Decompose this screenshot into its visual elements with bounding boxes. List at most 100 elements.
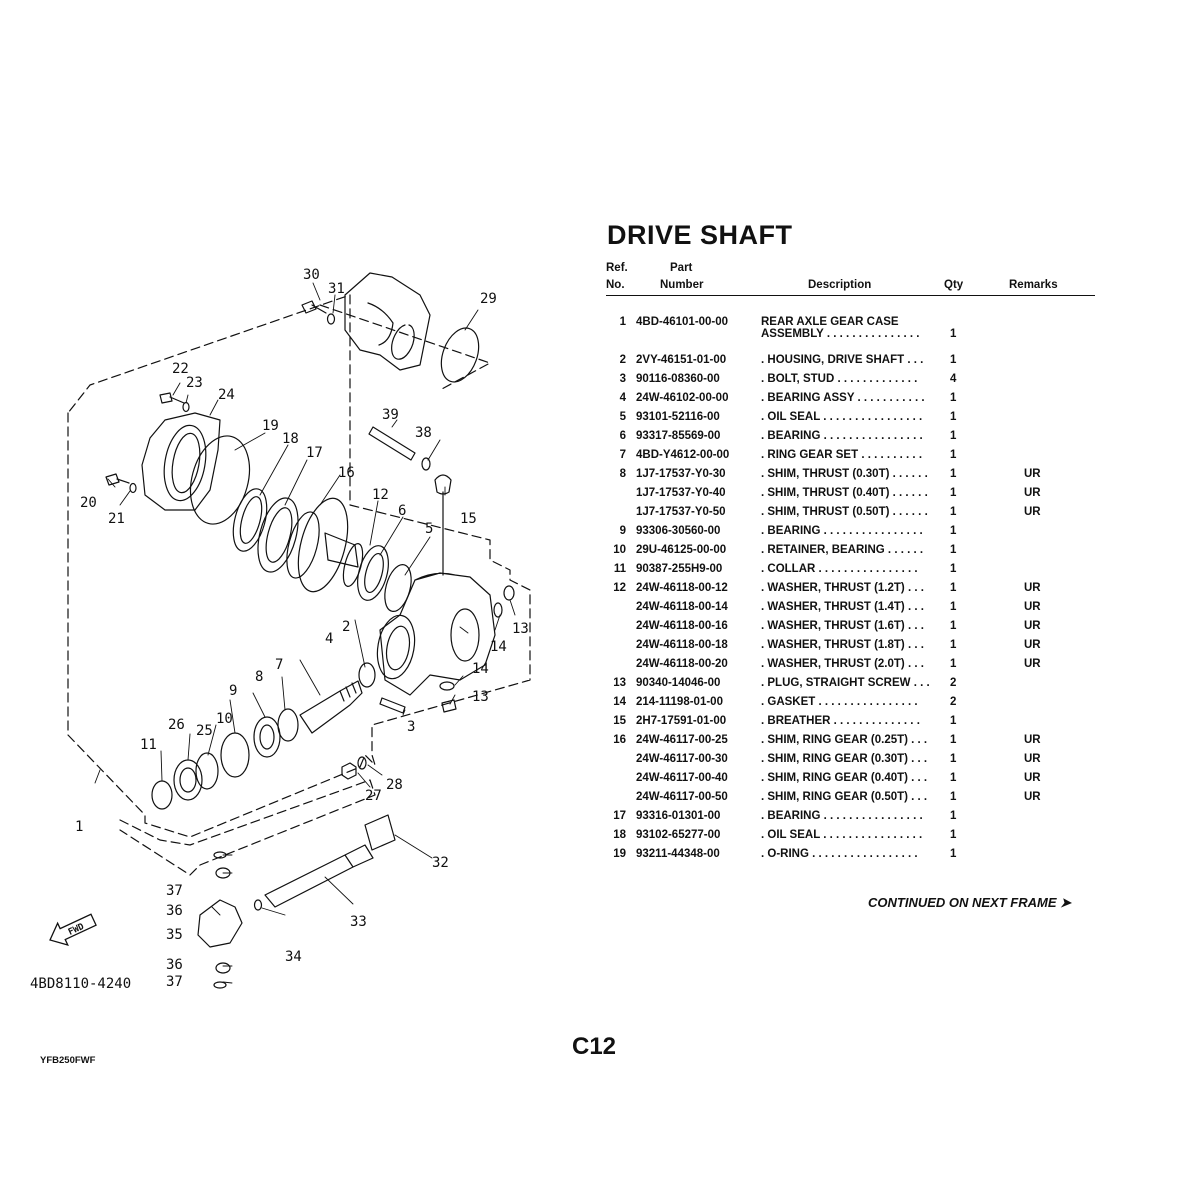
row-ref: 17: [613, 810, 626, 822]
row-description: . RING GEAR SET . . . . . . . . . .: [761, 449, 923, 461]
row-qty: 1: [950, 506, 957, 518]
ring-gear: [297, 497, 349, 593]
row-remarks: UR: [1024, 753, 1041, 765]
header-qty: Qty: [944, 279, 964, 291]
table-row: 1 4BD-46101-00-00 REAR AXLE GEAR CASE: [606, 316, 1095, 331]
row-ref: 11: [613, 563, 626, 575]
part-24-bore-inner: [171, 432, 201, 494]
table-row: 24W-46117-00-30. SHIM, RING GEAR (0.30T)…: [606, 753, 1095, 768]
part-4-bearing: [358, 662, 376, 688]
part-21-washer: [129, 482, 137, 494]
table-row: 24W-46118-00-14. WASHER, THRUST (1.4T) .…: [606, 601, 1095, 616]
row-qty: 4: [950, 373, 957, 385]
row-ref: 13: [613, 677, 626, 689]
page-title: DRIVE SHAFT: [607, 220, 793, 250]
row-part-number: 24W-46102-00-00: [636, 392, 729, 404]
row-description: . WASHER, THRUST (1.4T) . . .: [761, 601, 924, 613]
part-23-washer: [182, 401, 190, 413]
row-part-number: 1J7-17537-Y0-50: [636, 506, 726, 518]
callout-label: 39: [382, 407, 399, 423]
callout-label: 17: [306, 445, 323, 461]
row-part-number: 93101-52116-00: [636, 411, 720, 423]
part-38-ring: [421, 457, 431, 471]
callout-label: 36: [166, 903, 183, 919]
page-number: C12: [572, 1033, 617, 1060]
row-ref: 1: [619, 316, 626, 328]
table-row: ASSEMBLY . . . . . . . . . . . . . . .1: [606, 328, 1095, 343]
row-ref: 8: [619, 468, 626, 480]
part-36-cap-lower: [215, 962, 231, 974]
part-19-oring: [189, 435, 251, 525]
part-39-pin: [368, 426, 416, 461]
row-qty: 2: [950, 696, 957, 708]
row-qty: 1: [950, 620, 957, 632]
model-code: YFB250FWF: [40, 1055, 96, 1066]
part-28-washer: [357, 756, 367, 770]
part-35-joint: [197, 899, 243, 948]
part-9-bearing-inner: [259, 724, 275, 750]
part-27-nut: [341, 762, 357, 780]
row-qty: 1: [950, 354, 957, 366]
part-20-bolt: [105, 473, 130, 486]
row-description: . BEARING . . . . . . . . . . . . . . . …: [761, 525, 923, 537]
callout-label: 29: [480, 291, 497, 307]
row-part-number: 29U-46125-00-00: [636, 544, 727, 556]
row-part-number: 4BD-Y4612-00-00: [636, 449, 730, 461]
row-qty: 1: [950, 639, 957, 651]
drawing-code: 4BD8110-4240: [30, 976, 131, 992]
row-description: . OIL SEAL . . . . . . . . . . . . . . .…: [761, 411, 923, 423]
row-description: . OIL SEAL . . . . . . . . . . . . . . .…: [761, 829, 923, 841]
part-9-bearing: [253, 716, 281, 758]
row-ref: 4: [619, 392, 626, 404]
callout-label: 27: [365, 788, 382, 804]
row-description: . BREATHER . . . . . . . . . . . . . .: [761, 715, 920, 727]
lower-boundary: [119, 779, 376, 876]
callout-label: 15: [460, 511, 477, 527]
row-qty: 1: [950, 601, 957, 613]
callout-label: 30: [303, 267, 320, 283]
table-row: 24W-46118-00-16. WASHER, THRUST (1.6T) .…: [606, 620, 1095, 635]
row-qty: 1: [950, 753, 957, 765]
row-description: . WASHER, THRUST (1.8T) . . .: [761, 639, 924, 651]
callout-label: 5: [425, 521, 433, 537]
part-3-stud: [379, 697, 406, 714]
callout-label: 1: [75, 819, 83, 835]
row-ref: 10: [613, 544, 626, 556]
row-qty: 1: [950, 848, 957, 860]
row-part-number: 4BD-46101-00-00: [636, 316, 729, 328]
callout-label: 13: [472, 689, 489, 705]
row-ref: 18: [613, 829, 626, 841]
callout-label: 16: [338, 465, 355, 481]
top-housing: [344, 272, 431, 371]
part-26-seal-inner: [179, 767, 197, 793]
row-part-number: 24W-46117-00-50: [636, 791, 728, 803]
row-qty: 1: [950, 582, 957, 594]
callout-label: 33: [350, 914, 367, 930]
part-22-bolt: [159, 392, 185, 404]
row-description: . RETAINER, BEARING . . . . . .: [761, 544, 924, 556]
header-description: Description: [808, 279, 872, 291]
row-remarks: UR: [1024, 620, 1041, 632]
row-description: . BEARING . . . . . . . . . . . . . . . …: [761, 430, 923, 442]
row-part-number: 24W-46118-00-16: [636, 620, 728, 632]
row-description: . O-RING . . . . . . . . . . . . . . . .…: [761, 848, 918, 860]
row-part-number: 2VY-46151-01-00: [636, 354, 727, 366]
callout-label: 37: [166, 974, 183, 990]
row-ref: 12: [613, 582, 626, 594]
row-part-number: 1J7-17537-Y0-40: [636, 487, 726, 499]
header-ref-line2: No.: [606, 279, 625, 291]
leader-lines: [94, 282, 516, 984]
part-18-seal-inner: [239, 496, 263, 544]
row-description: . SHIM, THRUST (0.50T) . . . . . .: [761, 506, 928, 518]
part-12-washer: [342, 543, 364, 587]
part-2-flange-inner: [385, 625, 411, 671]
row-remarks: UR: [1024, 772, 1041, 784]
row-description: REAR AXLE GEAR CASE: [761, 316, 899, 328]
table-header: Ref. No. Part Number Description Qty Rem…: [606, 262, 1095, 296]
header-part-line1: Part: [670, 262, 693, 274]
